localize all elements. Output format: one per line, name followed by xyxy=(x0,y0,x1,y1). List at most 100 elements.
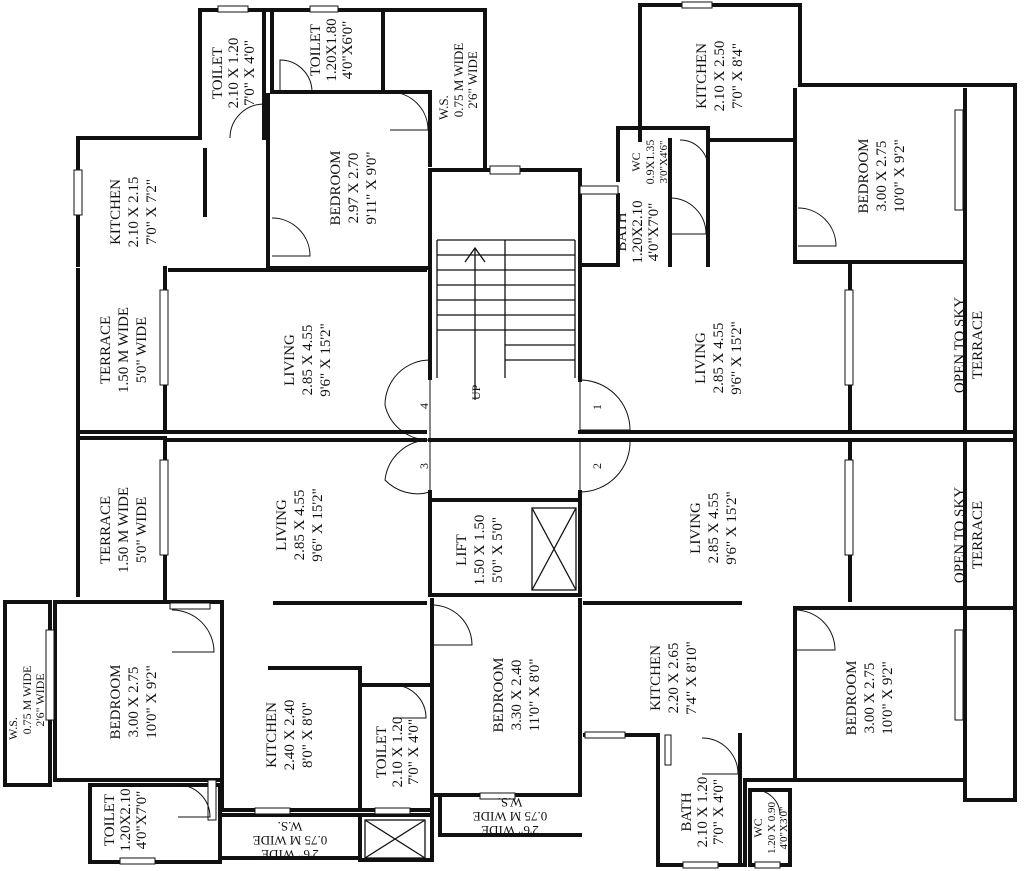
room-toilet-top-b: TOILET 1.20X1.80 4'0"X6'0" xyxy=(308,18,356,81)
svg-text:10'0" X 9'2": 10'0" X 9'2" xyxy=(892,139,908,212)
svg-text:5'0" X 5'0": 5'0" X 5'0" xyxy=(490,517,506,583)
room-toilet-bm: TOILET 2.10 X 1.20 7'0" X 4'0" xyxy=(374,717,422,788)
room-ws-bottom-1: 2'6" WIDE 0.75 M WIDE W.S. xyxy=(253,819,328,862)
svg-text:2.10 X 2.50: 2.10 X 2.50 xyxy=(712,41,728,112)
svg-text:W.S.: W.S. xyxy=(278,819,303,834)
svg-text:0.75 M WIDE: 0.75 M WIDE xyxy=(451,43,466,118)
svg-text:2.10 X 1.20: 2.10 X 1.20 xyxy=(695,777,711,848)
svg-text:0.75 M WIDE: 0.75 M WIDE xyxy=(473,809,548,824)
svg-text:10'0" X 9'2": 10'0" X 9'2" xyxy=(880,661,896,734)
svg-text:BEDROOM: BEDROOM xyxy=(491,657,507,732)
room-bedroom-tr: BEDROOM 3.00 X 2.75 10'0" X 9'2" xyxy=(856,138,908,213)
svg-text:8'0" X 8'0": 8'0" X 8'0" xyxy=(300,702,316,768)
svg-text:KITCHEN: KITCHEN xyxy=(108,179,124,245)
svg-text:BEDROOM: BEDROOM xyxy=(108,664,124,739)
svg-text:TOILET: TOILET xyxy=(210,47,226,99)
svg-text:2.10 X 1.20: 2.10 X 1.20 xyxy=(390,717,406,788)
svg-text:1.20X1.80: 1.20X1.80 xyxy=(324,18,340,81)
svg-text:3.00 X 2.75: 3.00 X 2.75 xyxy=(862,663,878,734)
svg-text:KITCHEN: KITCHEN xyxy=(648,645,664,711)
svg-text:BATH: BATH xyxy=(614,212,630,251)
svg-text:1.20X2.10: 1.20X2.10 xyxy=(630,200,646,263)
room-kitchen-tr: KITCHEN 2.10 X 2.50 7'0" X 8'4" xyxy=(694,41,746,112)
svg-text:7'0" X 8'4": 7'0" X 8'4" xyxy=(730,43,746,109)
svg-text:9'6" X 15'2": 9'6" X 15'2" xyxy=(729,321,745,394)
svg-text:10'0" X 9'2": 10'0" X 9'2" xyxy=(144,665,160,738)
svg-text:2'6" WIDE: 2'6" WIDE xyxy=(33,673,47,726)
room-ws-bottom-2: 2'6" WIDE 0.75 M WIDE W.S. xyxy=(473,795,548,838)
svg-text:KITCHEN: KITCHEN xyxy=(694,43,710,109)
doors xyxy=(171,59,837,818)
walls xyxy=(3,3,1017,867)
svg-text:2.85 X 4.55: 2.85 X 4.55 xyxy=(292,490,308,561)
room-kitchen-br: KITCHEN 2.20 X 2.65 7'4" X 8'10" xyxy=(648,641,700,714)
svg-text:LIVING: LIVING xyxy=(688,502,704,554)
svg-text:7'0" X 4'0": 7'0" X 4'0" xyxy=(242,40,258,106)
svg-text:4'0"X7'0": 4'0"X7'0" xyxy=(646,203,662,261)
svg-text:WC: WC xyxy=(629,152,643,171)
svg-text:1.50 M WIDE: 1.50 M WIDE xyxy=(116,487,132,573)
svg-text:0.75 M WIDE: 0.75 M WIDE xyxy=(20,666,34,735)
svg-text:TOILET: TOILET xyxy=(102,794,118,846)
room-living-4: LIVING 2.85 X 4.55 9'6" X 15'2" xyxy=(688,491,740,564)
svg-text:2.85 X 4.55: 2.85 X 4.55 xyxy=(706,493,722,564)
svg-text:BEDROOM: BEDROOM xyxy=(844,660,860,735)
flat-number-2: 2 xyxy=(590,463,604,469)
room-living-1: LIVING 2.85 X 4.55 9'6" X 15'2" xyxy=(282,323,334,396)
svg-text:BEDROOM: BEDROOM xyxy=(328,150,344,225)
svg-text:W.S.: W.S. xyxy=(436,95,451,120)
room-bedroom-bc: BEDROOM 3.30 X 2.40 11'0" X 8'0" xyxy=(491,657,543,732)
svg-text:3.30 X 2.40: 3.30 X 2.40 xyxy=(509,660,525,731)
svg-text:3.00 X 2.75: 3.00 X 2.75 xyxy=(874,141,890,212)
svg-text:0.75 M WIDE: 0.75 M WIDE xyxy=(253,833,328,848)
room-toilet-bl: TOILET 1.20X2.10 4'0"X7'0" xyxy=(102,788,150,851)
room-terrace-l1: TERRACE 1.50 M WIDE 5'0" WIDE xyxy=(98,307,150,393)
room-living-2: LIVING 2.85 X 4.55 9'6" X 15'2" xyxy=(693,321,745,394)
svg-text:TERRACE: TERRACE xyxy=(98,316,114,384)
flat-number-3: 3 xyxy=(417,463,431,469)
room-wc-tr: WC 0.9X1.35 3'0"X4'6" xyxy=(629,140,670,185)
svg-text:7'0" X 4'0": 7'0" X 4'0" xyxy=(711,779,727,845)
room-bath-br: BATH 2.10 X 1.20 7'0" X 4'0" xyxy=(679,777,727,848)
svg-text:2.97 X 2.70: 2.97 X 2.70 xyxy=(346,153,362,224)
room-open-terrace-1: OPEN TO SKY TERRACE xyxy=(952,297,986,393)
svg-text:OPEN TO SKY: OPEN TO SKY xyxy=(952,297,968,393)
svg-text:TERRACE: TERRACE xyxy=(98,496,114,564)
room-lift: LIFT 1.50 X 1.50 5'0" X 5'0" xyxy=(454,515,506,586)
svg-text:LIVING: LIVING xyxy=(282,334,298,386)
svg-text:WC: WC xyxy=(751,818,765,837)
svg-text:3.00 X 2.75: 3.00 X 2.75 xyxy=(126,667,142,738)
svg-text:TERRACE: TERRACE xyxy=(970,311,986,379)
svg-text:7'0" X 7'2": 7'0" X 7'2" xyxy=(144,179,160,245)
svg-text:2'6" WIDE: 2'6" WIDE xyxy=(481,823,539,838)
windows xyxy=(45,1,964,869)
room-ws-top: W.S. 0.75 M WIDE 2'6" WIDE xyxy=(436,43,480,120)
svg-text:OPEN TO SKY: OPEN TO SKY xyxy=(952,487,968,583)
svg-text:4'0"X6'0": 4'0"X6'0" xyxy=(340,21,356,79)
svg-text:5'0" WIDE: 5'0" WIDE xyxy=(134,497,150,563)
room-ws-left: W.S. 0.75 M WIDE 2'6" WIDE xyxy=(6,666,47,740)
flat-number-4: 4 xyxy=(417,403,431,409)
svg-text:LIVING: LIVING xyxy=(274,499,290,551)
svg-text:1.20X2.10: 1.20X2.10 xyxy=(118,788,134,851)
room-living-3: LIVING 2.85 X 4.55 9'6" X 15'2" xyxy=(274,488,326,561)
room-terrace-l2: TERRACE 1.50 M WIDE 5'0" WIDE xyxy=(98,487,150,573)
svg-text:TOILET: TOILET xyxy=(374,726,390,778)
flat-number-1: 1 xyxy=(590,404,604,410)
svg-text:3'0"X4'6": 3'0"X4'6" xyxy=(658,141,670,184)
svg-text:2.85 X 4.55: 2.85 X 4.55 xyxy=(711,323,727,394)
svg-text:1.20 X 0.90: 1.20 X 0.90 xyxy=(766,802,778,854)
svg-text:5'0" WIDE: 5'0" WIDE xyxy=(134,317,150,383)
room-bedroom-top: BEDROOM 2.97 X 2.70 9'11" X 9'0" xyxy=(328,150,380,225)
lift-shaft xyxy=(531,507,577,591)
svg-text:7'4" X 8'10": 7'4" X 8'10" xyxy=(684,641,700,714)
svg-text:2.20 X 2.65: 2.20 X 2.65 xyxy=(666,643,682,714)
svg-text:TERRACE: TERRACE xyxy=(970,501,986,569)
svg-text:BATH: BATH xyxy=(679,792,695,831)
svg-text:1.50 X 1.50: 1.50 X 1.50 xyxy=(472,515,488,586)
room-toilet-top-a: TOILET 2.10 X 1.20 7'0" X 4'0" xyxy=(210,38,258,109)
svg-text:LIFT: LIFT xyxy=(454,534,470,566)
svg-text:0.9X1.35: 0.9X1.35 xyxy=(643,140,657,185)
svg-text:9'11" X 9'0": 9'11" X 9'0" xyxy=(364,152,380,225)
